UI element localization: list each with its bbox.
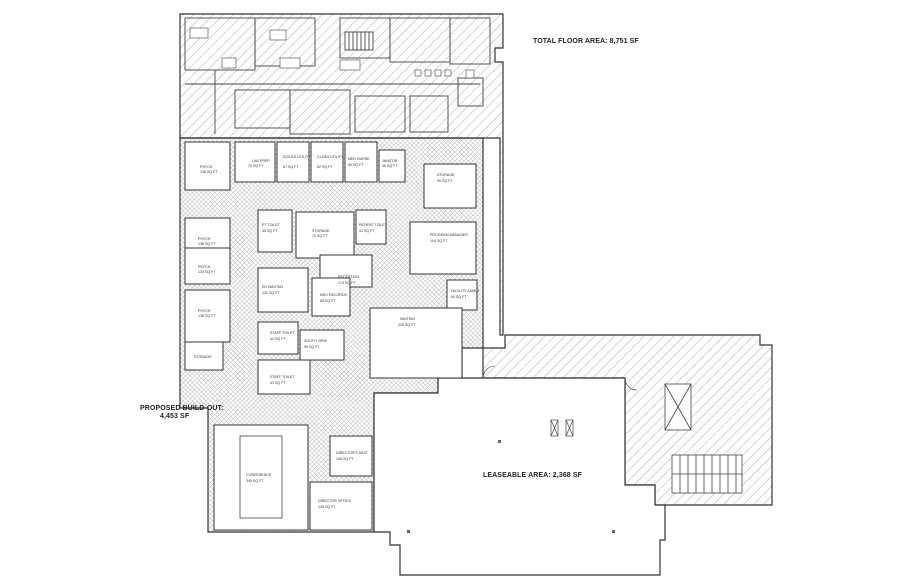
svg-text:104 SQ FT: 104 SQ FT [430,239,448,243]
svg-text:LAB PREP: LAB PREP [252,159,270,163]
svg-text:42 SQ FT: 42 SQ FT [270,337,286,341]
svg-text:SOUTH VIEW: SOUTH VIEW [304,339,327,343]
svg-text:136 SQ FT: 136 SQ FT [200,170,218,174]
svg-text:136 SQ FT: 136 SQ FT [198,242,216,246]
svg-text:70 SQ FT: 70 SQ FT [248,164,264,168]
svg-text:50 SQ FT: 50 SQ FT [348,163,364,167]
room-partitions [184,141,478,531]
svg-text:STORAGE: STORAGE [194,355,212,359]
svg-text:PROGRAM MANAGER: PROGRAM MANAGER [430,233,468,237]
svg-text:WAITING: WAITING [400,317,415,321]
svg-text:STAFF TOILET: STAFF TOILET [270,331,295,335]
svg-text:136 SQ FT: 136 SQ FT [198,314,216,318]
svg-text:STAFF TOILET: STAFF TOILET [270,375,295,379]
svg-text:345 SQ FT: 345 SQ FT [246,479,264,483]
svg-text:95 SQ FT: 95 SQ FT [437,179,453,183]
svg-text:DIRECTOR'S ASST: DIRECTOR'S ASST [336,451,369,455]
svg-text:67 SQ FT: 67 SQ FT [283,165,299,169]
svg-text:41 SQ FT: 41 SQ FT [270,381,286,385]
svg-text:132 SQ FT: 132 SQ FT [262,291,280,295]
svg-text:STORAGE: STORAGE [437,173,455,177]
svg-text:60 SQ FT: 60 SQ FT [451,295,467,299]
svg-text:46 SQ FT: 46 SQ FT [382,164,398,168]
room-0: PSYCH [200,165,213,169]
proposed-buildout-label-line2: 4,453 SF [160,413,190,420]
leaseable-area-label: LEASEABLE AREA: 2,368 SF [483,472,582,479]
room-labels: PSYCH 136 SQ FT LAB PREP 70 SQ FT SOILED… [194,155,479,509]
svg-text:45 SQ FT: 45 SQ FT [262,229,278,233]
svg-text:MED NURSE: MED NURSE [348,157,370,161]
svg-text:DIRECTOR OFFICE: DIRECTOR OFFICE [318,499,351,503]
svg-text:41 SQ FT: 41 SQ FT [359,229,375,233]
svg-text:CLEAN UTILITY: CLEAN UTILITY [317,155,344,159]
svg-text:PSYCH: PSYCH [198,309,211,313]
svg-text:174 SQ FT: 174 SQ FT [338,281,356,285]
svg-text:PT TOILET: PT TOILET [262,223,281,227]
svg-text:70 SQ FT: 70 SQ FT [312,234,328,238]
svg-text:225 SQ FT: 225 SQ FT [398,323,416,327]
svg-text:145 SQ FT: 145 SQ FT [318,505,336,509]
proposed-buildout-label-line1: PROPOSED BUILD-OUT: [140,405,224,412]
svg-text:FACILITY ADMIN: FACILITY ADMIN [451,289,479,293]
svg-text:STORAGE: STORAGE [312,229,330,233]
svg-text:106 SQ FT: 106 SQ FT [336,457,354,461]
svg-text:JANITOR: JANITOR [382,159,398,163]
total-floor-area-label: TOTAL FLOOR AREA: 8,751 SF [533,38,639,45]
svg-text:SOILED UTILITY: SOILED UTILITY [283,155,311,159]
leaseable-area [373,365,666,576]
svg-text:CONFERENCE: CONFERENCE [246,473,272,477]
svg-text:PSYCH: PSYCH [198,237,211,241]
existing-north-block [179,13,504,336]
svg-text:ED WAITING: ED WAITING [262,285,283,289]
svg-text:RECEPTION: RECEPTION [338,275,359,279]
svg-text:PATIENT TOILET: PATIENT TOILET [359,223,388,227]
svg-text:MED RECORDS: MED RECORDS [320,293,348,297]
svg-text:99 SQ FT: 99 SQ FT [304,345,320,349]
svg-text:85 SQ FT: 85 SQ FT [320,299,336,303]
svg-text:134 SQ FT: 134 SQ FT [198,270,216,274]
svg-text:PSYCH: PSYCH [198,265,211,269]
svg-text:62 SQ FT: 62 SQ FT [317,165,333,169]
